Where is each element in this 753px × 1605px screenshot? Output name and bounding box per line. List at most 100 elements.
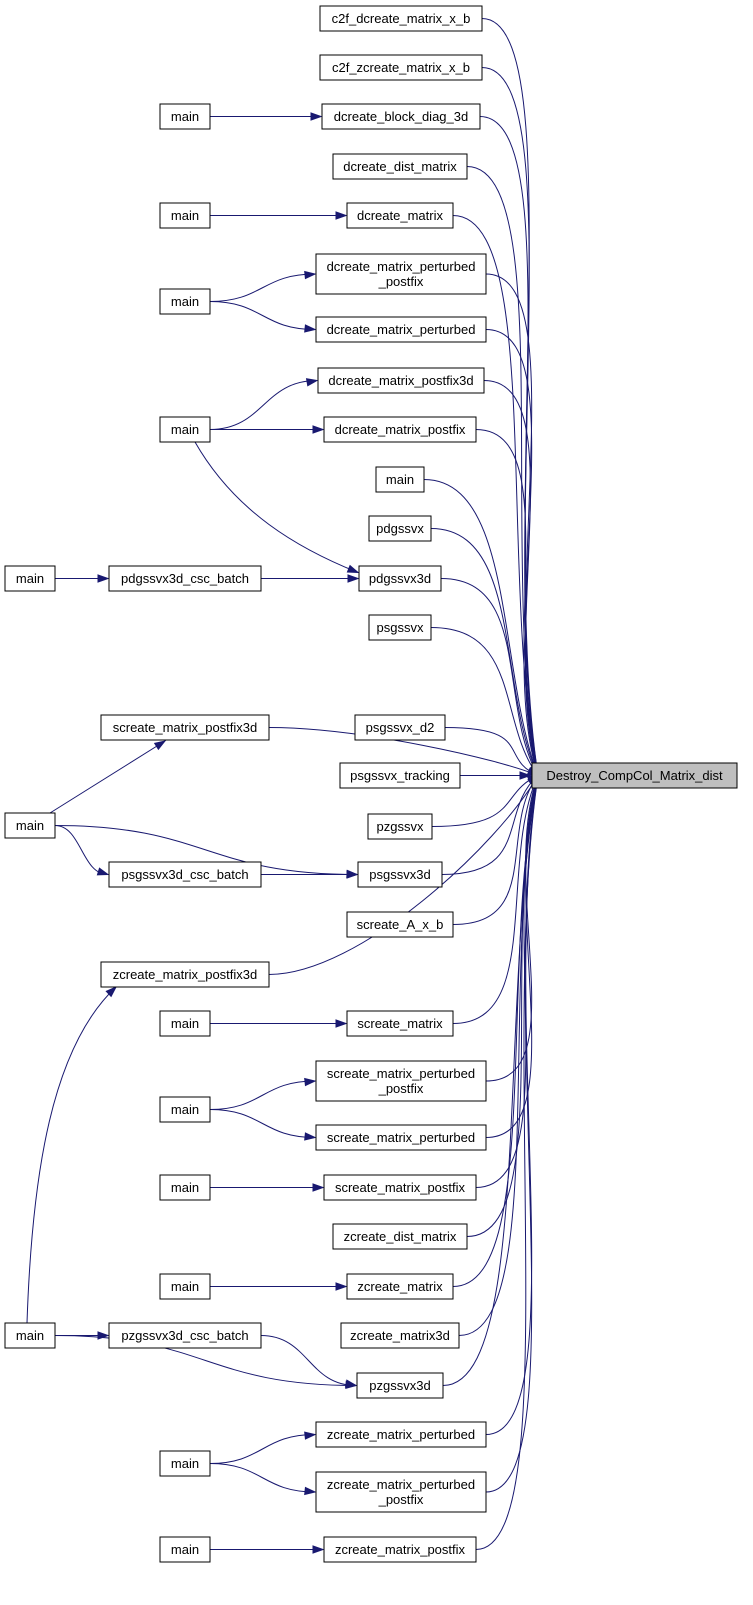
function-node-main[interactable]: main (159, 1010, 211, 1037)
function-node-pzgssvx[interactable]: pzgssvx (367, 813, 433, 840)
edge-line (423, 479, 539, 776)
edge-psgssvx-to-destroy-compcol-matrix-dist (430, 627, 539, 777)
function-node-dcreate-block-diag-3d[interactable]: dcreate_block_diag_3d (321, 103, 481, 130)
node-box (159, 202, 211, 229)
node-label: Destroy_CompCol_Matrix_dist (546, 768, 723, 783)
function-node-pdgssvx3d[interactable]: pdgssvx3d (358, 565, 442, 592)
call-edges (26, 18, 541, 1554)
edge-line (26, 986, 117, 1324)
node-label: main (171, 294, 199, 309)
arrowhead (97, 574, 110, 583)
edge-line (209, 1109, 316, 1138)
node-box (108, 861, 262, 888)
function-node-pdgssvx3d-csc-batch[interactable]: pdgssvx3d_csc_batch (108, 565, 262, 592)
edge-line (431, 775, 539, 827)
node-box (319, 54, 483, 81)
function-node-zcreate-matrix-perturbed-postfix[interactable]: zcreate_matrix_perturbed_postfix (315, 1471, 487, 1513)
function-node-zcreate-dist-matrix[interactable]: zcreate_dist_matrix (332, 1223, 468, 1250)
edge-line (481, 67, 539, 776)
function-node-main[interactable]: main (159, 103, 211, 130)
function-node-zcreate-matrix-perturbed[interactable]: zcreate_matrix_perturbed (315, 1421, 487, 1448)
function-node-dcreate-dist-matrix[interactable]: dcreate_dist_matrix (332, 153, 468, 180)
function-node-main[interactable]: main (4, 1322, 56, 1349)
function-node-screate-matrix[interactable]: screate_matrix (346, 1010, 454, 1037)
function-node-zcreate-matrix3d[interactable]: zcreate_matrix3d (340, 1322, 460, 1349)
edge-psgssvx3d-csc-batch-to-psgssvx3d (261, 870, 359, 879)
function-node-dcreate-matrix-perturbed-postfix[interactable]: dcreate_matrix_perturbed_postfix (315, 253, 487, 295)
function-node-psgssvx3d[interactable]: psgssvx3d (357, 861, 443, 888)
edge-main-to-zcreate-matrix (210, 1282, 348, 1291)
node-box (315, 1421, 487, 1448)
node-label: zcreate_matrix_postfix3d (113, 967, 258, 982)
node-label: main (171, 422, 199, 437)
edge-main-to-zcreate-matrix-postfix3d (26, 985, 118, 1324)
function-node-screate-matrix-postfix[interactable]: screate_matrix_postfix (323, 1174, 477, 1201)
arrowhead (304, 270, 317, 280)
edge-main-to-screate-matrix (210, 1019, 348, 1028)
node-box (315, 1124, 487, 1151)
node-label: main (171, 208, 199, 223)
function-node-pzgssvx3d-csc-batch[interactable]: pzgssvx3d_csc_batch (108, 1322, 262, 1349)
node-box (356, 1372, 444, 1399)
target-node-destroy-compcol-matrix-dist: Destroy_CompCol_Matrix_dist (531, 762, 738, 789)
arrowhead (335, 211, 348, 220)
function-node-screate-a-x-b[interactable]: screate_A_x_b (346, 911, 454, 938)
function-node-main[interactable]: main (159, 1536, 211, 1563)
function-node-main[interactable]: main (159, 1174, 211, 1201)
function-node-psgssvx-d2[interactable]: psgssvx_d2 (354, 714, 446, 741)
node-box (323, 416, 477, 443)
node-box (368, 614, 432, 641)
node-label: main (171, 1102, 199, 1117)
function-node-main[interactable]: main (159, 1450, 211, 1477)
function-node-dcreate-matrix-perturbed[interactable]: dcreate_matrix_perturbed (315, 316, 487, 343)
function-node-psgssvx3d-csc-batch[interactable]: psgssvx3d_csc_batch (108, 861, 262, 888)
function-node-psgssvx-tracking[interactable]: psgssvx_tracking (339, 762, 461, 789)
function-node-main[interactable]: main (159, 288, 211, 315)
node-label: psgssvx_d2 (366, 720, 435, 735)
node-label: screate_matrix_perturbed (327, 1066, 475, 1081)
node-label: pzgssvx (377, 819, 424, 834)
node-box (339, 762, 461, 789)
function-node-main[interactable]: main (159, 1273, 211, 1300)
edge-line (442, 775, 539, 1386)
edge-main-to-dcreate-matrix-postfix3d (209, 378, 319, 430)
edge-line (209, 301, 316, 330)
function-node-c2f-dcreate-matrix-x-b[interactable]: c2f_dcreate_matrix_x_b (319, 5, 483, 32)
function-node-pdgssvx[interactable]: pdgssvx (368, 515, 432, 542)
function-node-zcreate-matrix[interactable]: zcreate_matrix (346, 1273, 454, 1300)
function-node-zcreate-matrix-postfix[interactable]: zcreate_matrix_postfix (323, 1536, 477, 1563)
node-box (159, 416, 211, 443)
edge-line (430, 528, 539, 776)
node-box (346, 202, 454, 229)
function-node-dcreate-matrix-postfix3d[interactable]: dcreate_matrix_postfix3d (317, 367, 485, 394)
function-node-main[interactable]: main (159, 202, 211, 229)
node-label: main (16, 571, 44, 586)
function-node-psgssvx[interactable]: psgssvx (368, 614, 432, 641)
function-node-main[interactable]: main (159, 1096, 211, 1123)
function-node-zcreate-matrix-postfix3d[interactable]: zcreate_matrix_postfix3d (100, 961, 270, 988)
function-node-main[interactable]: main (4, 565, 56, 592)
function-node-dcreate-matrix[interactable]: dcreate_matrix (346, 202, 454, 229)
function-node-main[interactable]: main (375, 466, 425, 493)
function-node-main[interactable]: main (159, 416, 211, 443)
function-node-screate-matrix-perturbed[interactable]: screate_matrix_perturbed (315, 1124, 487, 1151)
function-node-pzgssvx3d[interactable]: pzgssvx3d (356, 1372, 444, 1399)
function-node-screate-matrix-perturbed-postfix[interactable]: screate_matrix_perturbed_postfix (315, 1060, 487, 1102)
function-node-main[interactable]: main (4, 812, 56, 839)
arrowhead (346, 870, 359, 879)
node-label: dcreate_matrix_perturbed (327, 322, 476, 337)
node-label: main (171, 1456, 199, 1471)
arrowhead (344, 1379, 358, 1388)
node-box (4, 812, 56, 839)
function-node-c2f-zcreate-matrix-x-b[interactable]: c2f_zcreate_matrix_x_b (319, 54, 483, 81)
edge-line (475, 429, 539, 776)
function-node-dcreate-matrix-postfix[interactable]: dcreate_matrix_postfix (323, 416, 477, 443)
edge-line (268, 727, 539, 776)
function-node-screate-matrix-postfix3d[interactable]: screate_matrix_postfix3d (100, 714, 270, 741)
arrowhead (519, 771, 532, 780)
edge-line (49, 740, 166, 814)
node-label: main (171, 1016, 199, 1031)
edge-line (444, 727, 539, 776)
edge-pzgssvx3d-csc-batch-to-pzgssvx3d (260, 1335, 358, 1388)
